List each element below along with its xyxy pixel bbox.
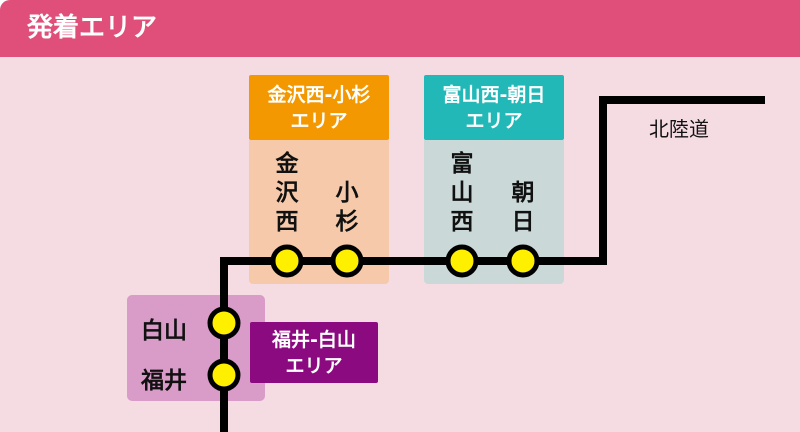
station-marker-kanazawanishi — [270, 244, 304, 278]
toyama-area-label: 富山西-朝日 エリア — [424, 75, 564, 140]
station-label-toyamanishi: 富山西 — [450, 151, 474, 235]
station-marker-kosugi — [330, 244, 364, 278]
station-label-asahi: 朝日 — [511, 180, 535, 235]
station-marker-toyamanishi — [445, 244, 479, 278]
route-label: 北陸道 — [649, 117, 709, 141]
station-marker-fukui — [207, 358, 241, 392]
station-label-kosugi: 小杉 — [335, 180, 359, 235]
station-label-hakusan: 白山 — [141, 318, 187, 344]
station-marker-asahi — [506, 244, 540, 278]
station-marker-hakusan — [207, 306, 241, 340]
station-label-kanazawanishi: 金沢西 — [275, 151, 299, 235]
fukui-area-label: 福井-白山 エリア — [250, 322, 378, 383]
area-label-line1: 福井-白山 — [272, 328, 356, 351]
area-label-line1: 金沢西-小杉 — [267, 83, 371, 106]
area-label-line1: 富山西-朝日 — [442, 83, 546, 106]
kanazawa-area-label: 金沢西-小杉 エリア — [249, 75, 389, 140]
area-label-line2: エリア — [290, 109, 348, 132]
page-title: 発着エリア — [0, 0, 800, 57]
area-label-line2: エリア — [285, 354, 343, 377]
area-label-line2: エリア — [465, 109, 523, 132]
fukui-area-body — [127, 295, 265, 401]
station-label-fukui: 福井 — [141, 368, 187, 394]
